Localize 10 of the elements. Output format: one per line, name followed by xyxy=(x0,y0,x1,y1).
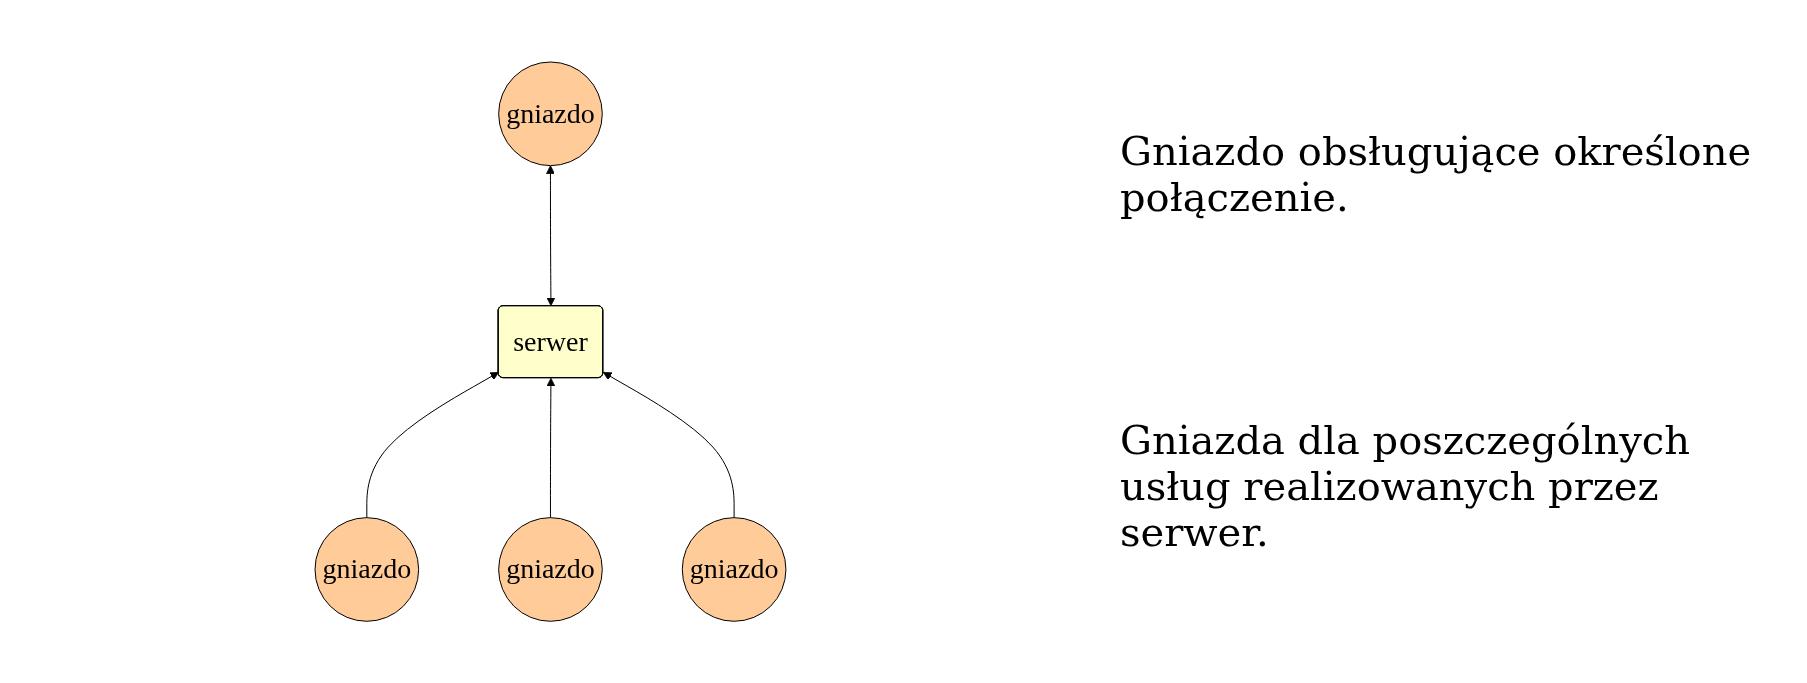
node-circle: gniazdo xyxy=(497,61,603,166)
arrow xyxy=(365,371,499,518)
arrow xyxy=(602,371,735,518)
node-circle: gniazdo xyxy=(497,517,603,622)
node-circle: gniazdo xyxy=(314,517,419,622)
note-text: Gniazda dla poszczególnych usług realizowanych przez serwer. xyxy=(1120,416,1691,555)
note-text: Gniazdo obsługujące określone połączenie. xyxy=(1120,128,1753,221)
arrow xyxy=(545,165,555,306)
node-circle: gniazdo xyxy=(681,517,786,622)
arrow xyxy=(546,377,555,518)
